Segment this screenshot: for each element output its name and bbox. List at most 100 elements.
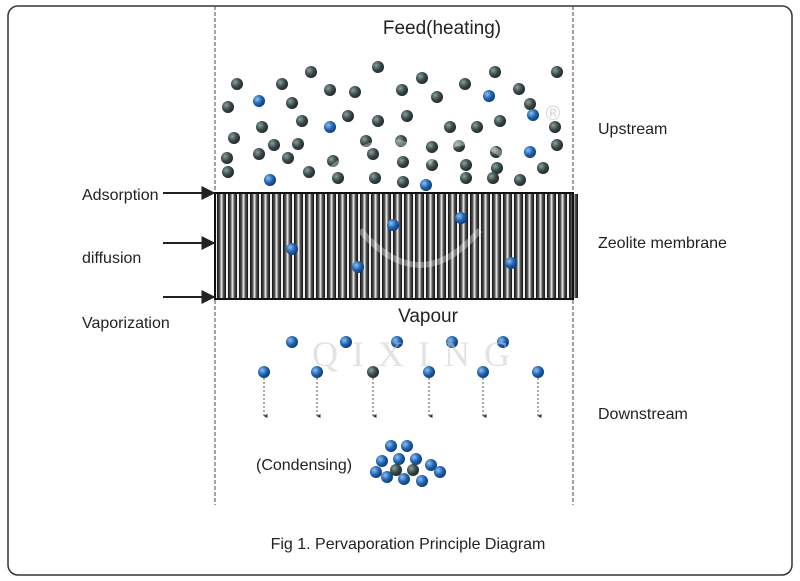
blue-molecule [393, 453, 405, 465]
blue-molecule [264, 174, 276, 186]
blue-molecule [527, 109, 539, 121]
dark-molecule [551, 139, 563, 151]
vaporization-label: Vaporization [82, 315, 170, 332]
dark-molecule [268, 139, 280, 151]
dark-molecule [367, 366, 379, 378]
dark-molecule [360, 135, 372, 147]
dark-molecule [471, 121, 483, 133]
dark-molecule [372, 115, 384, 127]
blue-molecule [370, 466, 382, 478]
dark-molecule [349, 86, 361, 98]
dark-molecule [332, 172, 344, 184]
zeolite-membrane [214, 192, 578, 300]
blue-molecule [286, 336, 298, 348]
dark-molecule [396, 84, 408, 96]
membrane-pore [294, 194, 303, 298]
blue-molecule [420, 179, 432, 191]
dark-molecule [426, 159, 438, 171]
downstream-label: Downstream [598, 406, 688, 423]
blue-molecule [524, 146, 536, 158]
dark-molecule [407, 464, 419, 476]
membrane-pore [327, 194, 336, 298]
dark-molecule [426, 141, 438, 153]
membrane-pore [371, 194, 380, 298]
blue-molecule [324, 121, 336, 133]
membrane-pore [448, 194, 457, 298]
vapour-molecules [258, 336, 544, 418]
blue-molecule [398, 473, 410, 485]
blue-molecule [423, 366, 435, 378]
membrane-pore [514, 194, 523, 298]
membrane-pore [338, 194, 347, 298]
dark-molecule [221, 152, 233, 164]
dark-molecule [549, 121, 561, 133]
blue-molecule [352, 261, 364, 273]
membrane-molecules [286, 212, 517, 273]
outer-frame [7, 5, 793, 576]
blue-molecule [532, 366, 544, 378]
dark-molecule [276, 78, 288, 90]
blue-molecule [434, 466, 446, 478]
membrane-pore [349, 194, 358, 298]
membrane-pore [316, 194, 325, 298]
diffusion-label: diffusion [82, 250, 141, 267]
dark-molecule [401, 110, 413, 122]
upstream-label: Upstream [598, 121, 667, 138]
blue-molecule [311, 366, 323, 378]
blue-molecule [387, 219, 399, 231]
membrane-pore [382, 194, 391, 298]
dark-molecule [296, 115, 308, 127]
dark-molecule [372, 61, 384, 73]
blue-molecule [477, 366, 489, 378]
membrane-pore [525, 194, 534, 298]
feed-molecules [221, 61, 563, 191]
dark-molecule [327, 155, 339, 167]
dark-molecule [282, 152, 294, 164]
dark-molecule [537, 162, 549, 174]
blue-molecule [376, 455, 388, 467]
membrane-pore [437, 194, 446, 298]
dark-molecule [292, 138, 304, 150]
blue-molecule [425, 459, 437, 471]
figure-caption: Fig 1. Pervaporation Principle Diagram [271, 536, 546, 553]
dark-molecule [487, 172, 499, 184]
dark-molecule [256, 121, 268, 133]
membrane-pore [404, 194, 413, 298]
blue-molecule [483, 90, 495, 102]
membrane-pore [470, 194, 479, 298]
membrane-pore [250, 194, 259, 298]
dark-molecule [397, 156, 409, 168]
watermark-text: QIXING [312, 334, 524, 374]
registered-mark: ® [546, 103, 561, 125]
blue-molecule [497, 336, 509, 348]
dark-molecule [459, 78, 471, 90]
dark-molecule [460, 159, 472, 171]
dark-molecule [397, 176, 409, 188]
dark-molecule [303, 166, 315, 178]
dark-molecule [222, 101, 234, 113]
membrane-pore [261, 194, 270, 298]
membrane-pore [536, 194, 545, 298]
membrane-pore [393, 194, 402, 298]
dark-molecule [513, 83, 525, 95]
dark-molecule [395, 135, 407, 147]
dark-molecule [453, 140, 465, 152]
adsorption-label: Adsorption [82, 187, 159, 204]
membrane-pore [492, 194, 501, 298]
dark-molecule [490, 146, 502, 158]
blue-molecule [505, 257, 517, 269]
dark-molecule [431, 91, 443, 103]
membrane-pore [239, 194, 248, 298]
membrane-pore [272, 194, 281, 298]
blue-molecule [410, 453, 422, 465]
membrane-pore [459, 194, 468, 298]
blue-molecule [381, 471, 393, 483]
blue-molecule [253, 95, 265, 107]
blue-molecule [385, 440, 397, 452]
membrane-pore [415, 194, 424, 298]
blue-molecule [340, 336, 352, 348]
membrane-pore [228, 194, 237, 298]
dark-molecule [444, 121, 456, 133]
dark-molecule [305, 66, 317, 78]
membrane-pore [426, 194, 435, 298]
